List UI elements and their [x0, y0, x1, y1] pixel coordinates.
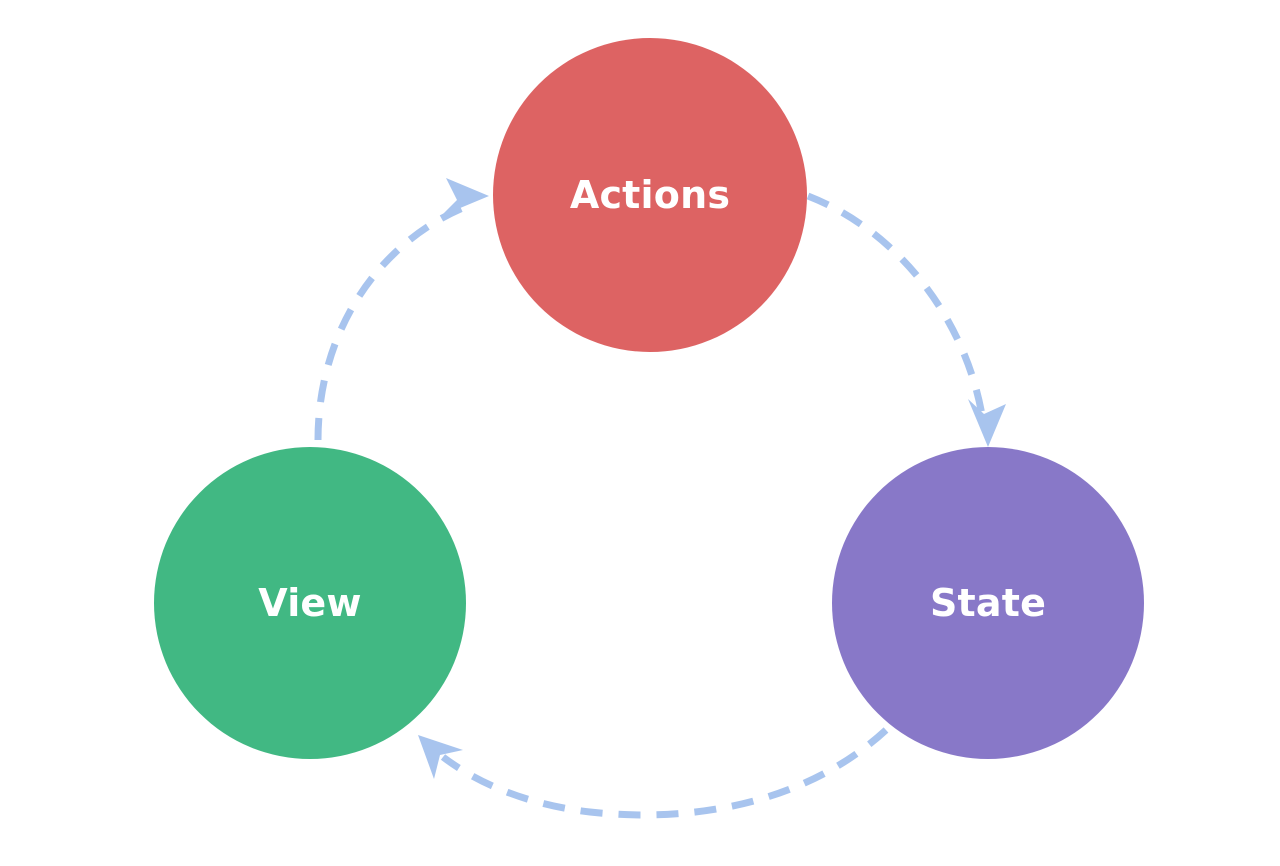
connector-state-to-view[interactable]: [418, 727, 889, 819]
node-actions-label: Actions: [570, 173, 730, 217]
connector-actions-to-state[interactable]: [806, 192, 1006, 447]
arc-state-to-view: [440, 727, 889, 819]
arc-actions-to-state: [806, 192, 986, 416]
node-state-label: State: [930, 581, 1046, 625]
node-actions-circle[interactable]: [493, 38, 807, 352]
node-view[interactable]: View: [154, 447, 466, 759]
node-state-circle[interactable]: [832, 447, 1144, 759]
node-view-label: View: [258, 581, 361, 625]
arrowhead-actions-to-state-icon: [968, 399, 1006, 447]
node-actions[interactable]: Actions: [493, 38, 807, 352]
arrowhead-state-to-view-icon: [418, 735, 463, 779]
node-view-circle[interactable]: [154, 447, 466, 759]
arc-view-to-actions: [314, 201, 472, 441]
node-state[interactable]: State: [832, 447, 1144, 759]
arrowhead-view-to-actions-icon: [441, 178, 489, 216]
connector-view-to-actions[interactable]: [314, 178, 489, 441]
